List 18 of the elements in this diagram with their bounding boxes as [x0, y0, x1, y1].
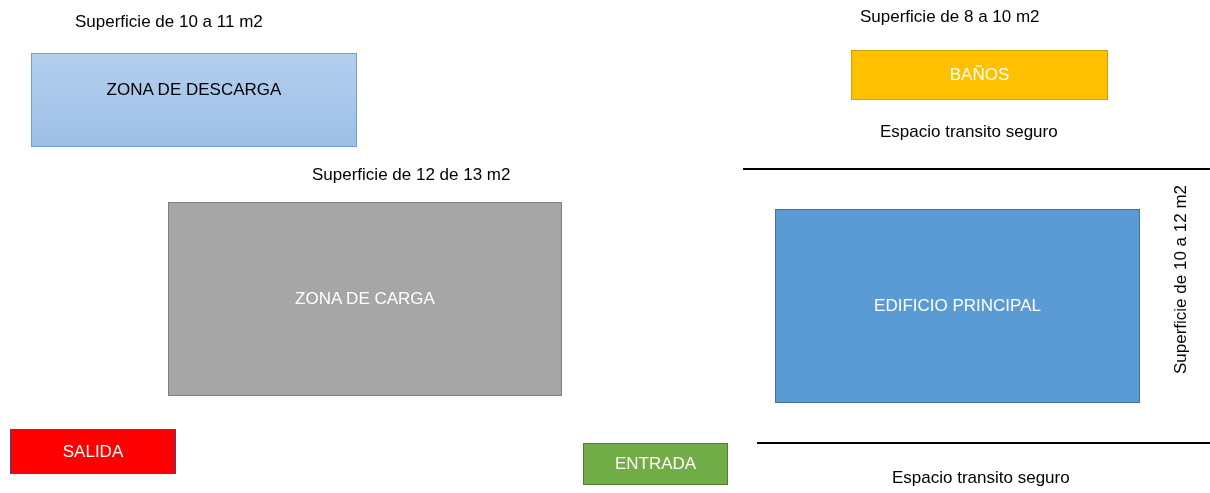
zone-box	[10, 429, 176, 474]
note-label: Espacio transito seguro	[892, 468, 1070, 488]
zone-box	[775, 209, 1140, 403]
zone-name: SALIDA	[62, 441, 124, 462]
zone-name: BAÑOS	[949, 65, 1010, 85]
zone-box	[168, 202, 562, 396]
zone-box	[851, 50, 1108, 100]
zone-box	[583, 443, 728, 485]
zone-name: EDIFICIO PRINCIPAL	[874, 296, 1041, 316]
zone-name: ZONA DE CARGA	[295, 289, 435, 309]
area-label: Superficie de 12 de 13 m2	[312, 165, 511, 185]
zone-name: ZONA DE DESCARGA	[106, 80, 282, 100]
area-label: Superficie de 10 a 11 m2	[75, 12, 263, 32]
zone-name: ENTRADA	[614, 454, 697, 474]
area-label: Superficie de 10 a 12 m2	[1171, 185, 1191, 374]
area-label: Superficie de 8 a 10 m2	[860, 7, 1040, 27]
note-label: Espacio transito seguro	[880, 122, 1058, 142]
zone-box	[31, 53, 357, 147]
